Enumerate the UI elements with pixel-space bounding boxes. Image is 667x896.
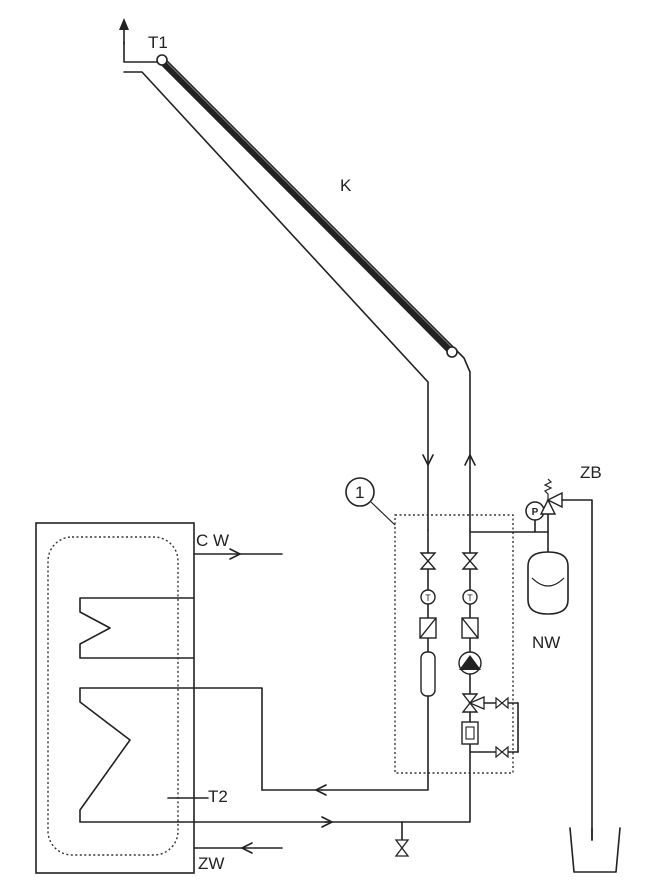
- check-valve-left-icon: [419, 617, 437, 639]
- cold-water-arrow-icon: [229, 548, 241, 560]
- safety-valve-icon: [539, 478, 593, 841]
- filter-icon: [461, 721, 479, 745]
- flow-down-arrow-icon: [422, 454, 434, 466]
- collector-label: K: [340, 176, 352, 195]
- storage-tank-outer: [35, 522, 195, 874]
- warm-water-arrow-icon: [241, 842, 253, 854]
- station-number-marker: [345, 477, 396, 526]
- tank-drain-valve-icon: [394, 821, 410, 857]
- station-number-label: 1: [355, 483, 364, 502]
- solar-collector: [119, 18, 471, 531]
- tank-sensor-label: T2: [208, 787, 228, 806]
- ball-valve-right-icon: [461, 552, 479, 570]
- return-arrow-icon: [315, 784, 327, 796]
- check-valve-right-icon: [461, 617, 479, 639]
- pressure-gauge-label: P: [532, 507, 539, 518]
- supply-arrow-icon: [321, 816, 333, 828]
- expansion-vessel-icon: [527, 531, 569, 615]
- collector-sensor-label: T1: [148, 33, 168, 52]
- collection-vessel-icon: [569, 827, 621, 873]
- thermometer-right-icon: [462, 589, 478, 605]
- solar-station-box: [394, 514, 514, 774]
- cold-water-label: C W: [196, 531, 229, 550]
- storage-tank-inner: [47, 536, 179, 856]
- drain-valve-icon: [469, 745, 519, 759]
- flow-meter-icon: [420, 651, 436, 697]
- ball-valve-left-icon: [419, 552, 437, 570]
- flow-up-arrow-icon: [464, 454, 476, 466]
- safety-valve-label: ZB: [580, 463, 602, 482]
- warm-water-label: ZW: [198, 854, 224, 873]
- circulation-pump-icon: [458, 651, 482, 675]
- fill-drain-valve-icon: [461, 693, 519, 753]
- upper-heat-exchanger: [79, 597, 195, 659]
- lower-heat-exchanger: [79, 687, 331, 823]
- air-vent-icon: [119, 18, 129, 30]
- thermometer-left-icon: [420, 589, 436, 605]
- expansion-vessel-label: NW: [532, 633, 560, 652]
- thermometer-right-label: T: [467, 593, 473, 603]
- thermometer-left-label: T: [425, 593, 431, 603]
